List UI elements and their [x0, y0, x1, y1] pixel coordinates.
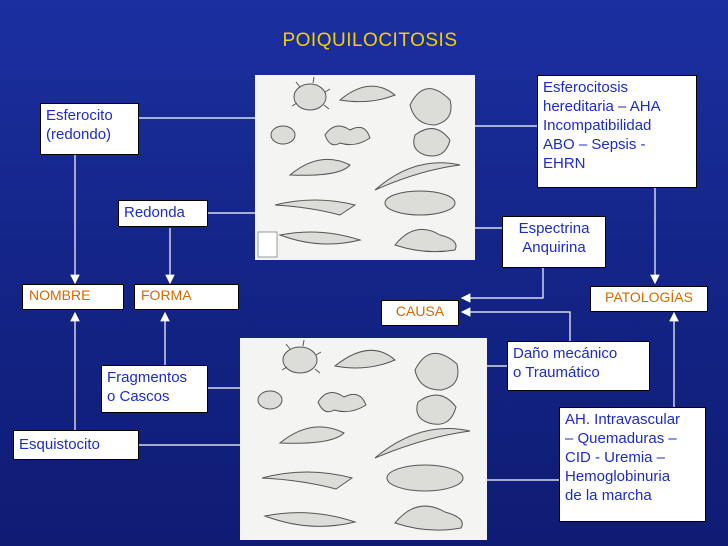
bottom-nombre-box: Esquistocito [13, 430, 139, 460]
cell-drawing [395, 229, 456, 251]
nombre-label: NOMBRE [22, 284, 124, 310]
bottom-forma-box: Fragmentos o Cascos [101, 365, 208, 413]
cell-drawing [265, 513, 355, 527]
cell-drawing [340, 86, 395, 102]
top-nombre-box: Esferocito (redondo) [40, 103, 139, 155]
slide-title: POIQUILOCITOSIS [240, 30, 500, 52]
cell-drawing [318, 393, 366, 412]
cell-drawing [415, 353, 458, 390]
top-forma-box: Redonda [118, 200, 208, 227]
arrow-top-causa [462, 268, 543, 298]
cell-drawing [280, 232, 360, 244]
cell-drawing [375, 429, 470, 458]
top-patologias-box: Esferocitosis hereditaria – AHA Incompat… [537, 75, 697, 188]
cell-drawing [414, 129, 450, 156]
cell-drawing [258, 391, 282, 409]
arrow-bot-causa [462, 312, 570, 341]
top-cell-image [255, 75, 475, 260]
cell-drawing [294, 84, 326, 110]
bottom-causa-box: Daño mecánico o Traumático [507, 341, 650, 391]
bottom-patologias-box: AH. Intravascular – Quemaduras – CID - U… [559, 407, 706, 522]
spherocyte-drawings [255, 75, 475, 260]
cell-drawing [271, 126, 295, 144]
cell-drawing [262, 472, 352, 489]
cell-drawing [387, 465, 463, 491]
cell-drawing [283, 347, 317, 373]
cell-drawing [275, 200, 355, 215]
cell-drawing [385, 191, 455, 215]
top-causa-box: Espectrina Anquirina [502, 216, 606, 268]
bottom-cell-image [240, 338, 487, 540]
cell-drawing [395, 506, 462, 530]
cell-drawing [375, 163, 460, 190]
cell-drawing [325, 126, 370, 145]
patologias-label: PATOLOGÍAS [590, 286, 708, 312]
causa-label: CAUSA [381, 300, 459, 326]
image-overlay-square [258, 232, 277, 257]
cell-drawing [410, 89, 451, 125]
schistocyte-drawings [240, 338, 487, 540]
forma-label: FORMA [134, 284, 239, 310]
cell-drawing [335, 350, 395, 368]
cell-drawing [290, 159, 350, 175]
cell-drawing [417, 395, 456, 424]
cell-drawing [280, 427, 344, 443]
